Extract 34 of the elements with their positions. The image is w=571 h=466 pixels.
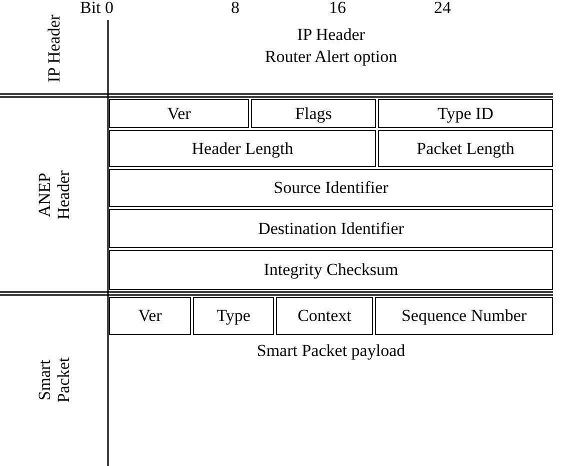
- field-box: [109, 297, 191, 335]
- field-name: Header Length: [192, 138, 294, 160]
- field-box: [109, 99, 249, 128]
- header-text: IP Header: [297, 24, 365, 46]
- bit-position: Bit 0: [80, 0, 114, 18]
- bit-position: 24: [434, 0, 451, 18]
- section-label: Smart Packet: [35, 356, 73, 405]
- section-label: ANEP Header: [35, 169, 73, 222]
- field-name: Packet Length: [416, 138, 514, 160]
- bit-position: 8: [231, 0, 240, 18]
- field-box: [109, 169, 553, 207]
- payload-text: Smart Packet payload: [256, 340, 406, 362]
- field-name: Integrity Checksum: [264, 259, 398, 281]
- header-text: Router Alert option: [264, 46, 398, 68]
- field-box: [375, 297, 553, 335]
- field-box: [378, 130, 553, 167]
- field-box: [378, 99, 553, 128]
- field-box: [276, 297, 373, 335]
- field-name: Ver: [138, 305, 162, 327]
- field-box: [251, 99, 376, 128]
- field-box: [109, 250, 553, 290]
- field-name: Ver: [167, 102, 191, 124]
- field-name: Flags: [295, 102, 332, 124]
- field-name: Type: [216, 305, 250, 327]
- bit-position: 16: [329, 0, 346, 18]
- field-name: Source Identifier: [274, 177, 388, 199]
- field-name: Context: [298, 305, 352, 327]
- field-name: Destination Identifier: [258, 218, 404, 240]
- field-box: [109, 209, 553, 248]
- field-box: [109, 130, 376, 167]
- field-name: Type ID: [438, 102, 494, 124]
- section-label: IP Header: [44, 14, 64, 84]
- field-name: Sequence Number: [401, 305, 527, 327]
- field-box: [193, 297, 274, 335]
